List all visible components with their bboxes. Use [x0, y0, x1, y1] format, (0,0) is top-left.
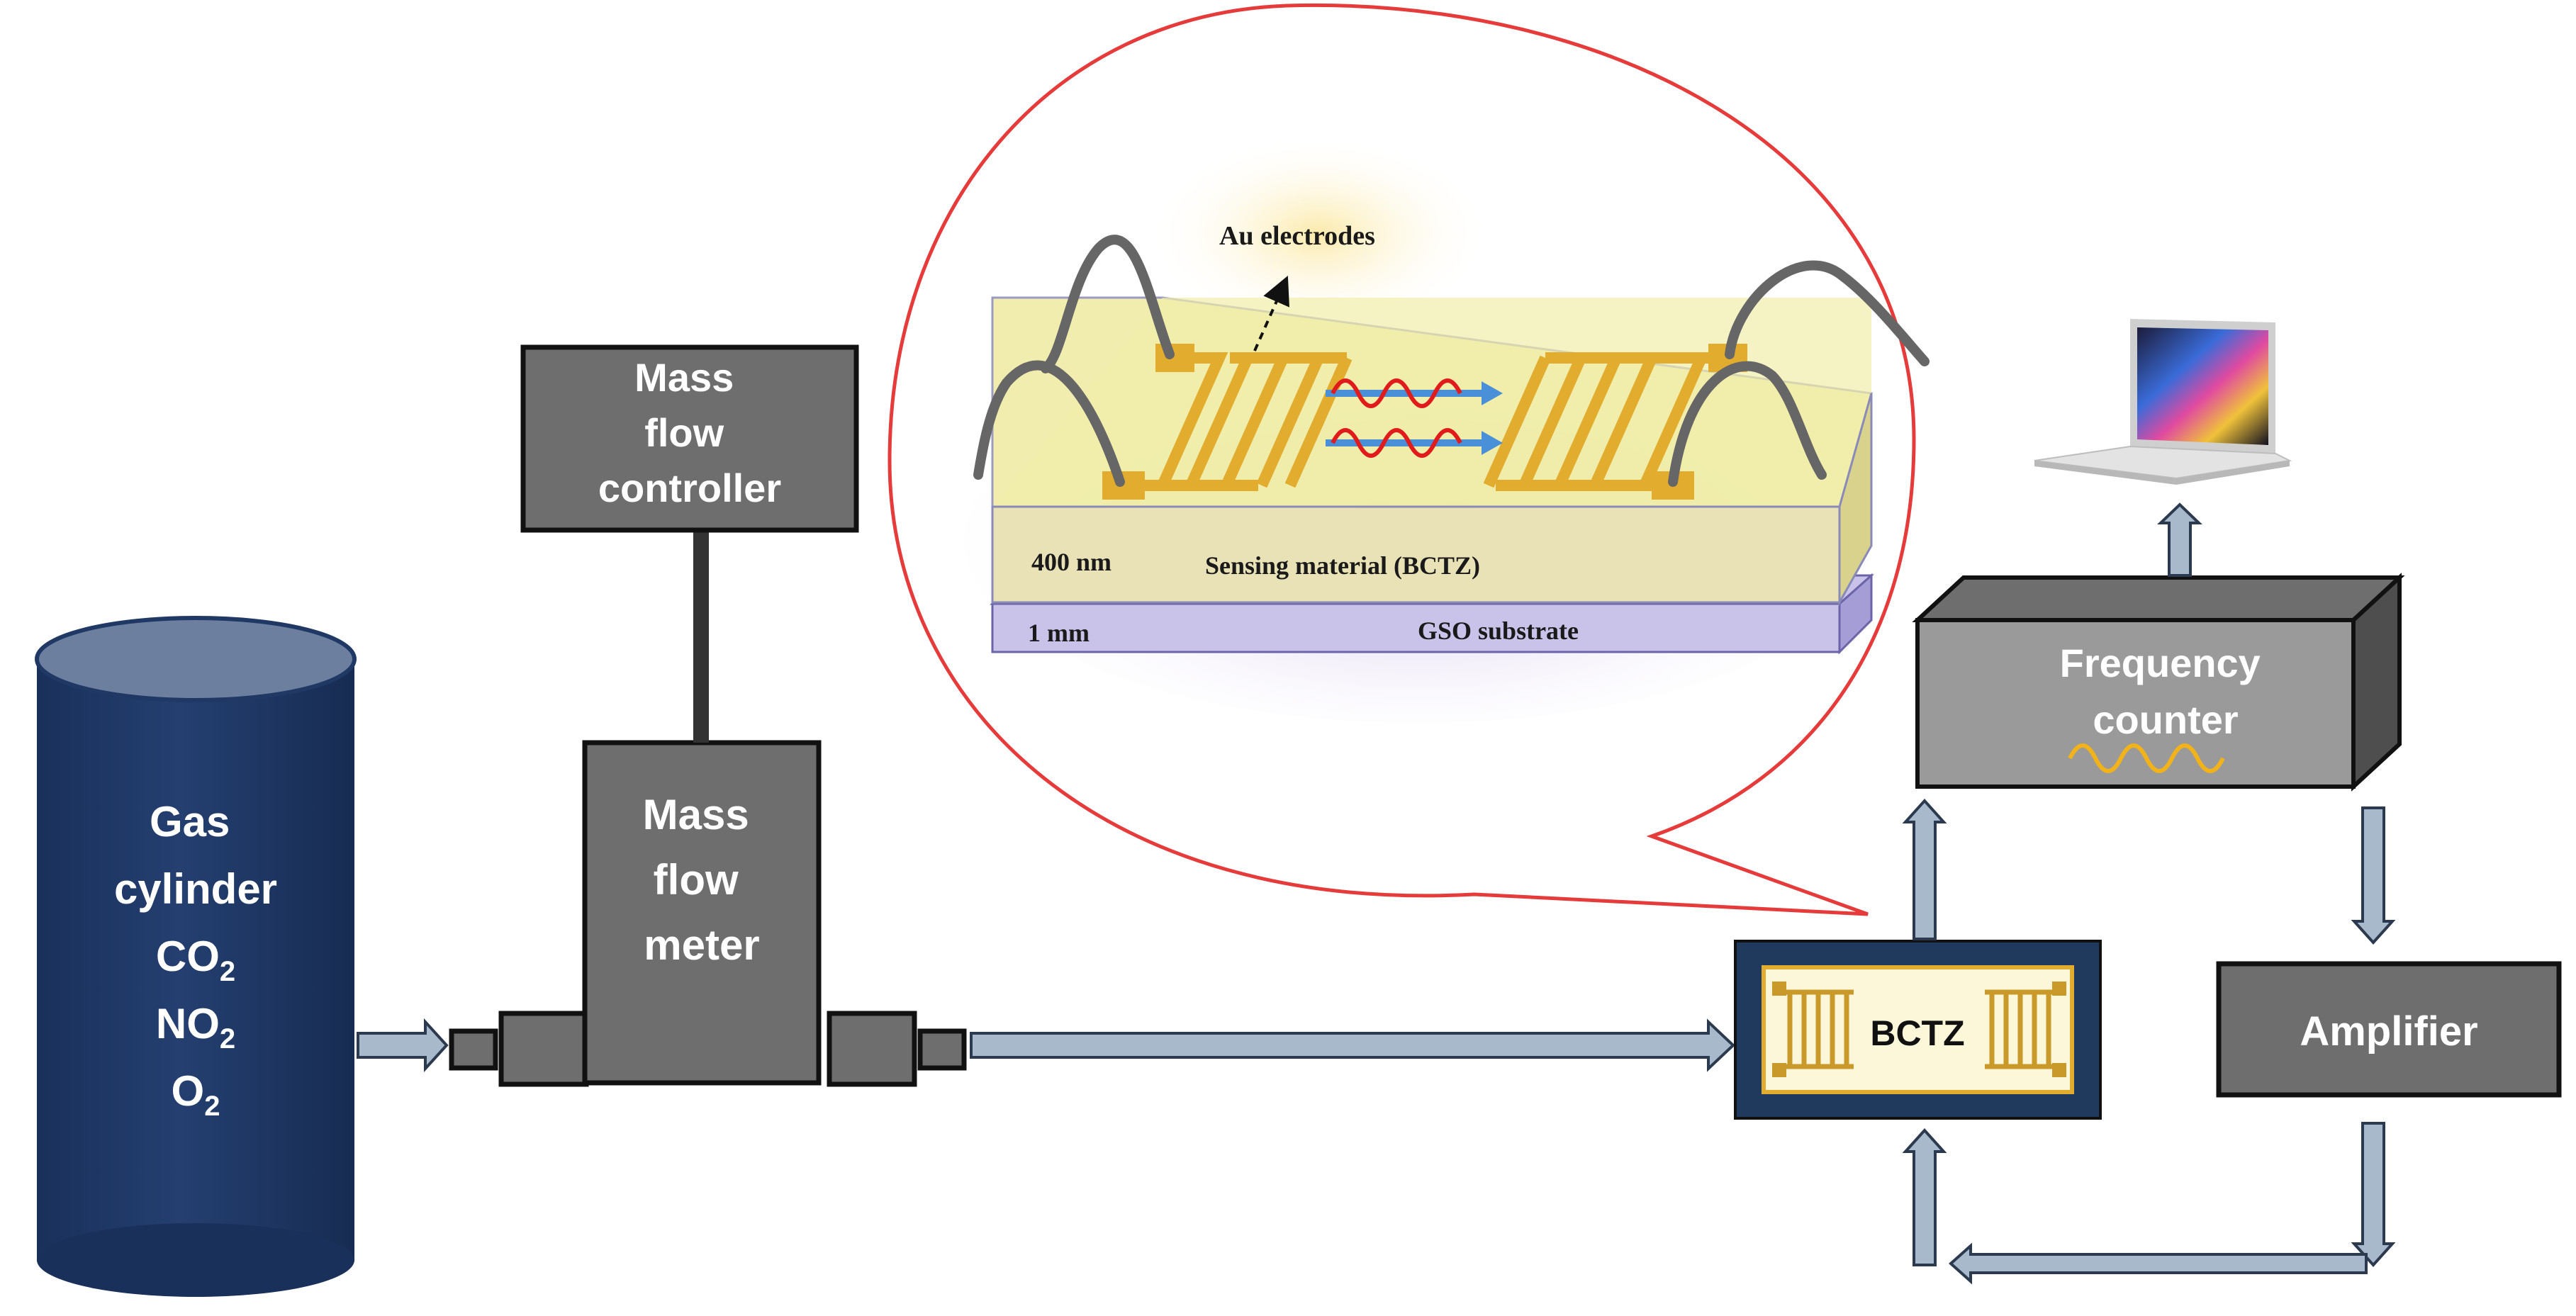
counter-label-line1: Frequency: [2060, 641, 2261, 685]
arrow-counter-to-laptop: [2157, 502, 2202, 577]
controller-connector: [693, 530, 709, 743]
au-electrodes-label: Au electrodes: [1219, 221, 1375, 251]
arrow-sensor-to-counter: [1902, 799, 1947, 940]
arrow-counter-to-amplifier: [2351, 806, 2396, 945]
gas-o2: O2: [172, 1067, 220, 1122]
svg-text:Mass flow controll: Mass flow controller: [598, 355, 781, 510]
wave-icon: [1326, 378, 1503, 458]
meter-label-line3: meter: [644, 921, 759, 969]
arrow-icon: [1902, 502, 2396, 1285]
gas-cylinder-label-line1: Gas: [150, 798, 230, 845]
sensor-chip: BCTZ: [1734, 940, 2102, 1120]
electrode-pad: [1155, 344, 1194, 372]
arrow-bottom-left: [1948, 1242, 2368, 1285]
controller-label-line3: controller: [598, 466, 781, 510]
right-interdigital-electrode: [1483, 352, 1730, 491]
electrode-wires: [973, 235, 1930, 487]
arrow-amplifier-down: [2351, 1122, 2396, 1267]
electrode-pad: [1102, 471, 1145, 500]
counter-wave-icon: [2068, 743, 2225, 773]
meter-label-line1: Mass: [643, 791, 749, 838]
substrate-front: [991, 602, 1841, 653]
meter-label-line2: flow: [654, 856, 739, 904]
amplifier: Amplifier: [2216, 961, 2562, 1098]
gas-cylinder: Gas cylinder CO2 NO2 O2: [35, 616, 357, 1297]
gas-co2: CO2: [156, 933, 235, 987]
mass-flow-controller: Mass flow controller: [520, 344, 859, 533]
amplifier-label: Amplifier: [2300, 1008, 2477, 1055]
arrow-up-to-sensor: [1902, 1128, 1947, 1266]
film-front: [991, 505, 1841, 604]
controller-label-line1: Mass: [634, 355, 734, 400]
film-material-label: Sensing material (BCTZ): [1205, 551, 1480, 580]
svg-text:Frequency counter: Frequency counter: [2060, 641, 2272, 742]
svg-text:Mass flow meter: Mass flow meter: [643, 791, 761, 969]
svg-text:Gas cylinder: Gas cylinder: [114, 798, 277, 913]
pipe-arrow-cylinder-to-meter: [357, 1018, 449, 1073]
pipe-arrow-meter-to-sensor: [970, 1018, 1735, 1072]
gas-cylinder-label-line2: cylinder: [114, 865, 277, 913]
left-interdigital-electrode: [1124, 352, 1353, 491]
mass-flow-meter: Mass flow meter: [449, 740, 967, 1087]
substrate-label: GSO substrate: [1418, 617, 1579, 645]
substrate-thickness-label: 1 mm: [1028, 619, 1090, 647]
controller-label-line2: flow: [644, 410, 724, 455]
sensor-chip-label: BCTZ: [1870, 1013, 1964, 1053]
film-thickness-label: 400 nm: [1031, 548, 1111, 576]
inset-device: Au electrodes 400 nm Sensing material (B…: [964, 135, 1930, 723]
laptop-icon: [2034, 319, 2292, 485]
frequency-counter: Frequency counter: [1912, 573, 2405, 792]
counter-label-line2: counter: [2093, 697, 2238, 742]
gas-no2: NO2: [156, 1000, 235, 1055]
film-top-back: [992, 298, 1871, 507]
